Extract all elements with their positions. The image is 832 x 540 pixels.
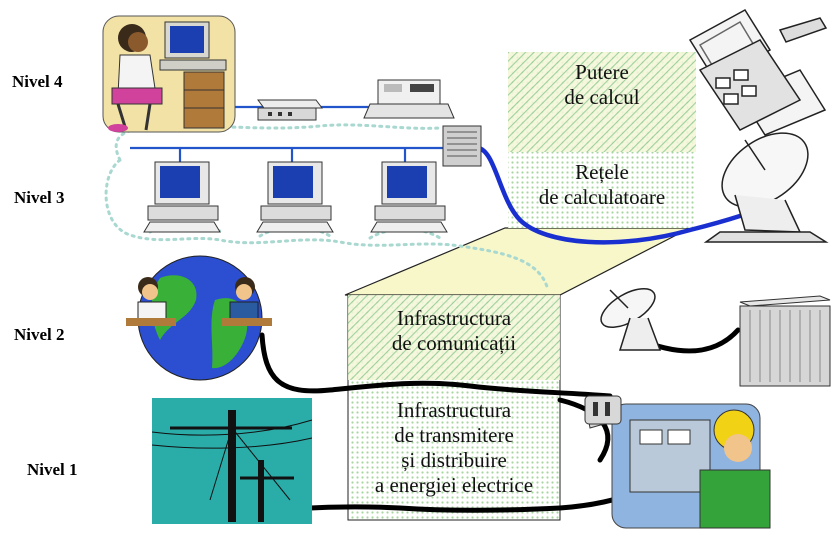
computing-box-top — [508, 52, 696, 152]
level-1-label: Nivel 1 — [27, 460, 78, 479]
communication-box — [348, 295, 560, 380]
level-2-label: Nivel 2 — [14, 325, 65, 344]
energy-infrastructure-label: Infrastructura de transmitere și distrib… — [348, 398, 560, 498]
computing-power-line1: Putere — [575, 60, 629, 84]
computing-power-line2: de calcul — [564, 85, 640, 109]
communication-line2: de comunicații — [391, 331, 517, 355]
energy-line3: și distribuire — [401, 448, 507, 472]
satellite-icon — [688, 9, 828, 136]
level-3-label: Nivel 3 — [14, 188, 65, 207]
level-4-label: Nivel 4 — [12, 72, 63, 91]
computer-networks-line2: de calculatoare — [538, 185, 666, 209]
microwave-antenna-icon — [600, 287, 662, 351]
computer-networks-line1: Rețele — [575, 160, 629, 184]
satellite-dish-icon — [703, 132, 829, 243]
workstation-icon-2 — [256, 161, 334, 233]
telephone-person-left-icon — [126, 277, 176, 326]
energy-line4: a energiei electrice — [374, 473, 534, 497]
computing-power-label: Putere de calcul — [508, 60, 696, 110]
network-hub-icon — [257, 99, 323, 121]
workstation-icon-1 — [143, 161, 221, 233]
operator-at-computer-icon — [102, 15, 236, 133]
telecom-rack-icon — [739, 295, 831, 387]
energy-line1: Infrastructura — [396, 398, 512, 422]
printer-icon — [363, 79, 455, 119]
power-pole-scene-icon — [151, 398, 313, 524]
communication-line1: Infrastructura — [396, 306, 512, 330]
power-plug-icon — [584, 395, 622, 425]
blue-cable — [475, 145, 775, 245]
network-switch-icon — [442, 125, 482, 167]
communication-infrastructure-label: Infrastructura de comunicații — [348, 306, 560, 356]
computer-networks-label: Rețele de calculatoare — [508, 160, 696, 210]
workstation-icon-3 — [370, 161, 448, 233]
funnel-shape — [344, 227, 691, 296]
telephone-person-right-icon — [222, 277, 272, 326]
energy-line2: de transmitere — [394, 423, 514, 447]
